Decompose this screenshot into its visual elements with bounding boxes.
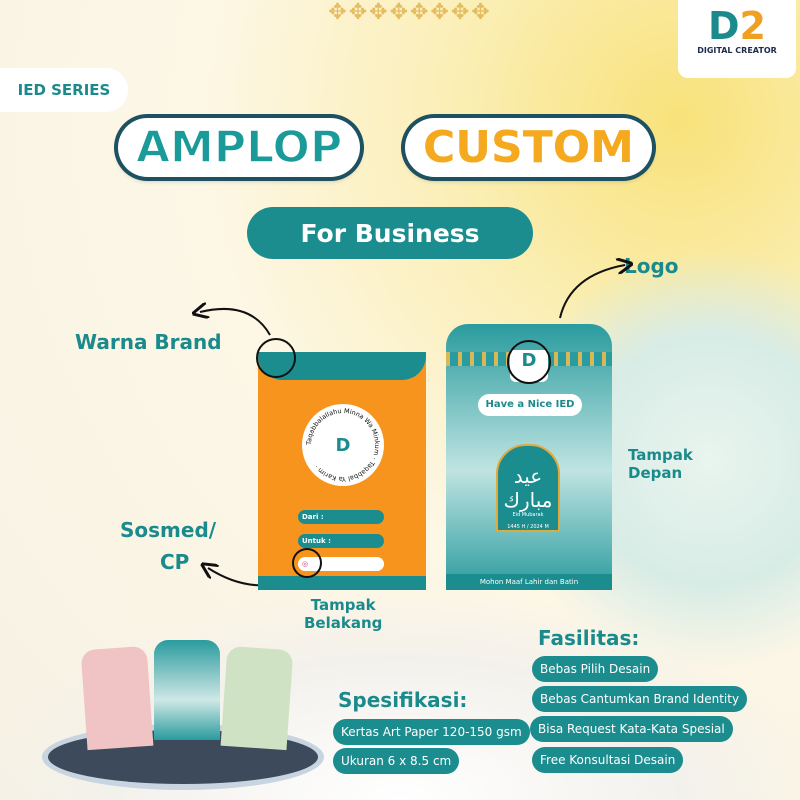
envelope-bottom-band	[258, 576, 426, 590]
footer-band: Mohon Maaf Lahir dan Batin	[446, 574, 612, 590]
highlight-circle	[292, 548, 322, 578]
spesifikasi-heading: Spesifikasi:	[338, 688, 468, 712]
arabic-calligraphy: عيد مبارك	[503, 464, 553, 512]
eid-text: Eid Mubarak	[512, 512, 544, 518]
series-badge: IED SERIES	[0, 68, 128, 112]
brand-logo: D2 DIGITAL CREATOR	[678, 0, 796, 78]
label-cp: CP	[160, 550, 190, 574]
facility-item: Free Konsultasi Desain	[532, 747, 684, 773]
envelope-mockup-pink	[80, 645, 154, 751]
facility-item: Bebas Cantumkan Brand Identity	[532, 686, 748, 712]
year-text: 1445 H / 2024 M	[507, 524, 549, 530]
ornament-pattern: ✥✥✥✥✥✥✥✥	[328, 0, 492, 25]
to-field: Untuk :	[298, 534, 384, 548]
envelope-front: D Have a Nice IED عيد مبارك Eid Mubarak …	[446, 324, 612, 590]
svg-text:D: D	[336, 435, 351, 456]
greeting-pill: Have a Nice IED	[478, 394, 582, 416]
highlight-circle	[507, 340, 551, 384]
fasilitas-heading: Fasilitas:	[538, 626, 640, 650]
label-line: Tampak	[628, 446, 693, 464]
label-sosmed: Sosmed/	[120, 518, 217, 542]
seal-sticker: Taqabbalallahu Minna Wa Minkum · Taqabba…	[302, 404, 384, 486]
label-line: Tampak	[310, 596, 376, 614]
brand-name: DIGITAL CREATOR	[697, 46, 777, 55]
spec-item: Ukuran 6 x 8.5 cm	[333, 748, 460, 774]
facility-item: Bebas Pilih Desain	[532, 656, 659, 682]
label-warna-brand: Warna Brand	[75, 330, 222, 354]
envelope-mockup-teal	[154, 640, 220, 740]
envelope-mockup-green	[220, 645, 294, 751]
logo-mark-icon: D2	[708, 4, 766, 48]
highlight-circle	[256, 338, 296, 378]
title-word-1: AMPLOP	[118, 118, 361, 177]
subtitle-pill: For Business	[247, 207, 533, 259]
label-line: Belakang	[304, 614, 383, 632]
arch-frame: عيد مبارك Eid Mubarak 1445 H / 2024 M	[496, 444, 560, 532]
label-line: Depan	[628, 464, 683, 482]
title-word-2: CUSTOM	[405, 118, 652, 177]
envelope-back: Taqabbalallahu Minna Wa Minkum · Taqabba…	[258, 352, 426, 590]
facility-item: Bisa Request Kata-Kata Spesial	[530, 716, 733, 742]
spec-item: Kertas Art Paper 120-150 gsm	[333, 719, 530, 745]
from-field: Dari :	[298, 510, 384, 524]
